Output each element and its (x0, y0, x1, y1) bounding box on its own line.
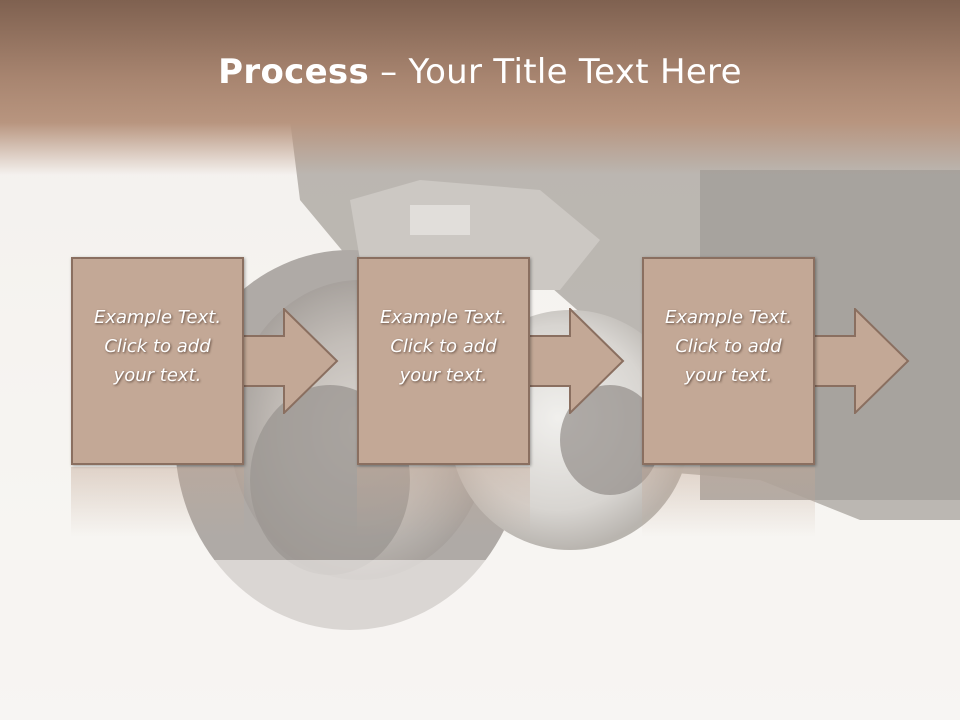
step-2-reflection (357, 467, 530, 537)
process-step-1[interactable]: Example Text. Click to add your text. (71, 257, 244, 465)
arrow-right-icon (814, 308, 910, 414)
arrow-right-icon (243, 308, 339, 414)
step-1-text: Example Text. Click to add your text. (93, 306, 222, 386)
step-3-reflection (642, 467, 815, 537)
arrow-right-icon (529, 308, 625, 414)
title-strong: Process (218, 52, 370, 92)
step-1-reflection (71, 467, 244, 537)
slide-title[interactable]: Process – Your Title Text Here (0, 52, 960, 92)
title-band (0, 0, 960, 175)
process-step-2[interactable]: Example Text. Click to add your text. (357, 257, 530, 465)
process-step-3[interactable]: Example Text. Click to add your text. (642, 257, 815, 465)
step-2-text: Example Text. Click to add your text. (379, 306, 508, 386)
step-3-text: Example Text. Click to add your text. (664, 306, 793, 386)
title-rest: – Your Title Text Here (369, 52, 742, 92)
